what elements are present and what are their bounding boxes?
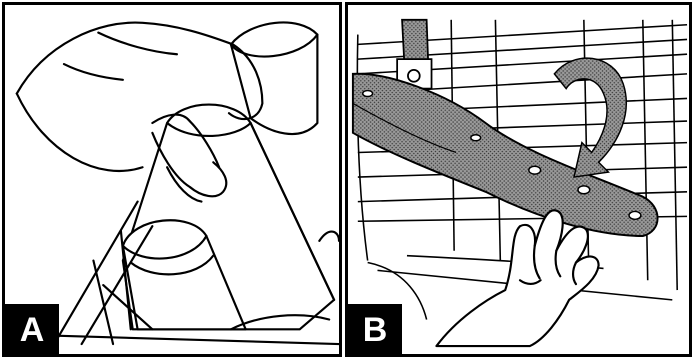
panel-b: B xyxy=(345,2,692,357)
panel-b-label: B xyxy=(348,304,402,354)
spray-arm-rotation-icon xyxy=(348,5,689,354)
hand-removing-upper-rack-icon xyxy=(5,5,339,354)
panel-a: A xyxy=(2,2,342,357)
panel-a-label: A xyxy=(5,304,59,354)
